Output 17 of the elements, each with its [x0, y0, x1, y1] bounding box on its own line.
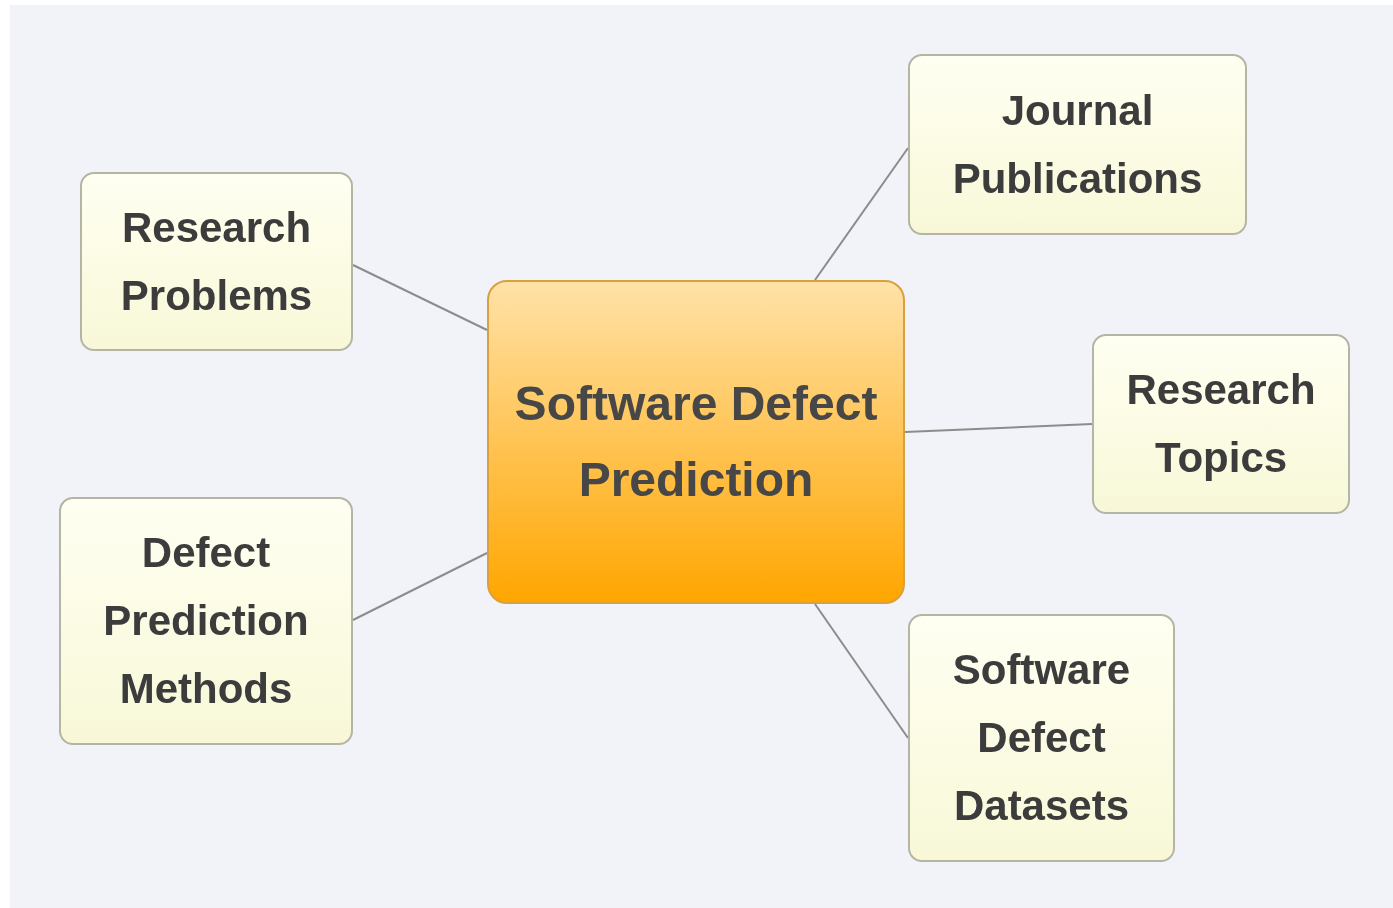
- topic-box: [80, 172, 353, 351]
- topic-label: Defect Prediction Methods: [102, 528, 310, 714]
- topic-label: Software Defect Prediction: [513, 376, 879, 508]
- central-topic-box: [487, 280, 905, 604]
- topic-label: Research Problems: [119, 202, 314, 321]
- topic-box: [908, 614, 1175, 862]
- topic-box: [908, 54, 1247, 235]
- topic-label: Journal Publications: [951, 85, 1204, 204]
- topic-label: Research Topics: [1125, 365, 1317, 483]
- connector-line: [352, 552, 488, 621]
- connector-line: [904, 423, 1093, 433]
- topic-box: [59, 497, 353, 745]
- connector-line: [352, 264, 488, 331]
- topic-label: Software Defect Datasets: [951, 645, 1132, 831]
- topic-box: [1092, 334, 1350, 514]
- connector-line: [814, 603, 909, 739]
- connector-line: [814, 147, 909, 281]
